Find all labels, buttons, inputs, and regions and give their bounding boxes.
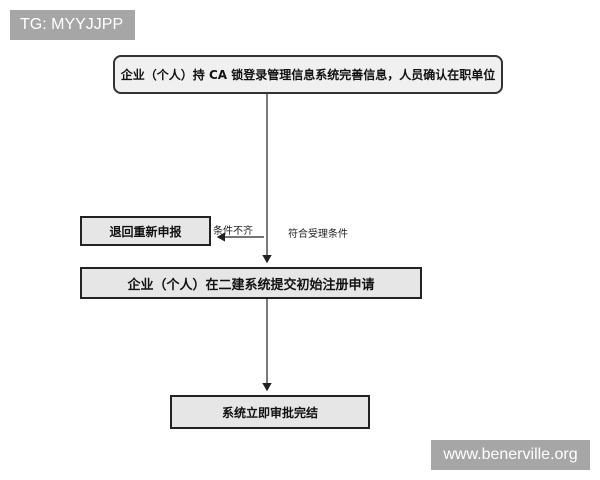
edge-label-met: 符合受理条件 [288, 229, 348, 240]
node-done: 系统立即审批完结 [170, 395, 370, 429]
node-done-label: 系统立即审批完结 [221, 405, 318, 420]
node-submit: 企业（个人）在二建系统提交初始注册申请 [80, 267, 422, 299]
node-return: 退回重新申报 [80, 216, 211, 246]
node-return-label: 退回重新申报 [109, 224, 182, 239]
node-start-label: 企业（个人）持 CA 锁登录管理信息系统完善信息，人员确认在职单位 [120, 68, 496, 82]
watermark-bottom-right: www.benerville.org [431, 440, 590, 470]
watermark-top-left: TG: MYYJJPP [10, 10, 135, 40]
edge-label-not-met: 条件不齐 [213, 226, 253, 237]
node-submit-label: 企业（个人）在二建系统提交初始注册申请 [127, 277, 375, 293]
node-start: 企业（个人）持 CA 锁登录管理信息系统完善信息，人员确认在职单位 [113, 55, 503, 94]
